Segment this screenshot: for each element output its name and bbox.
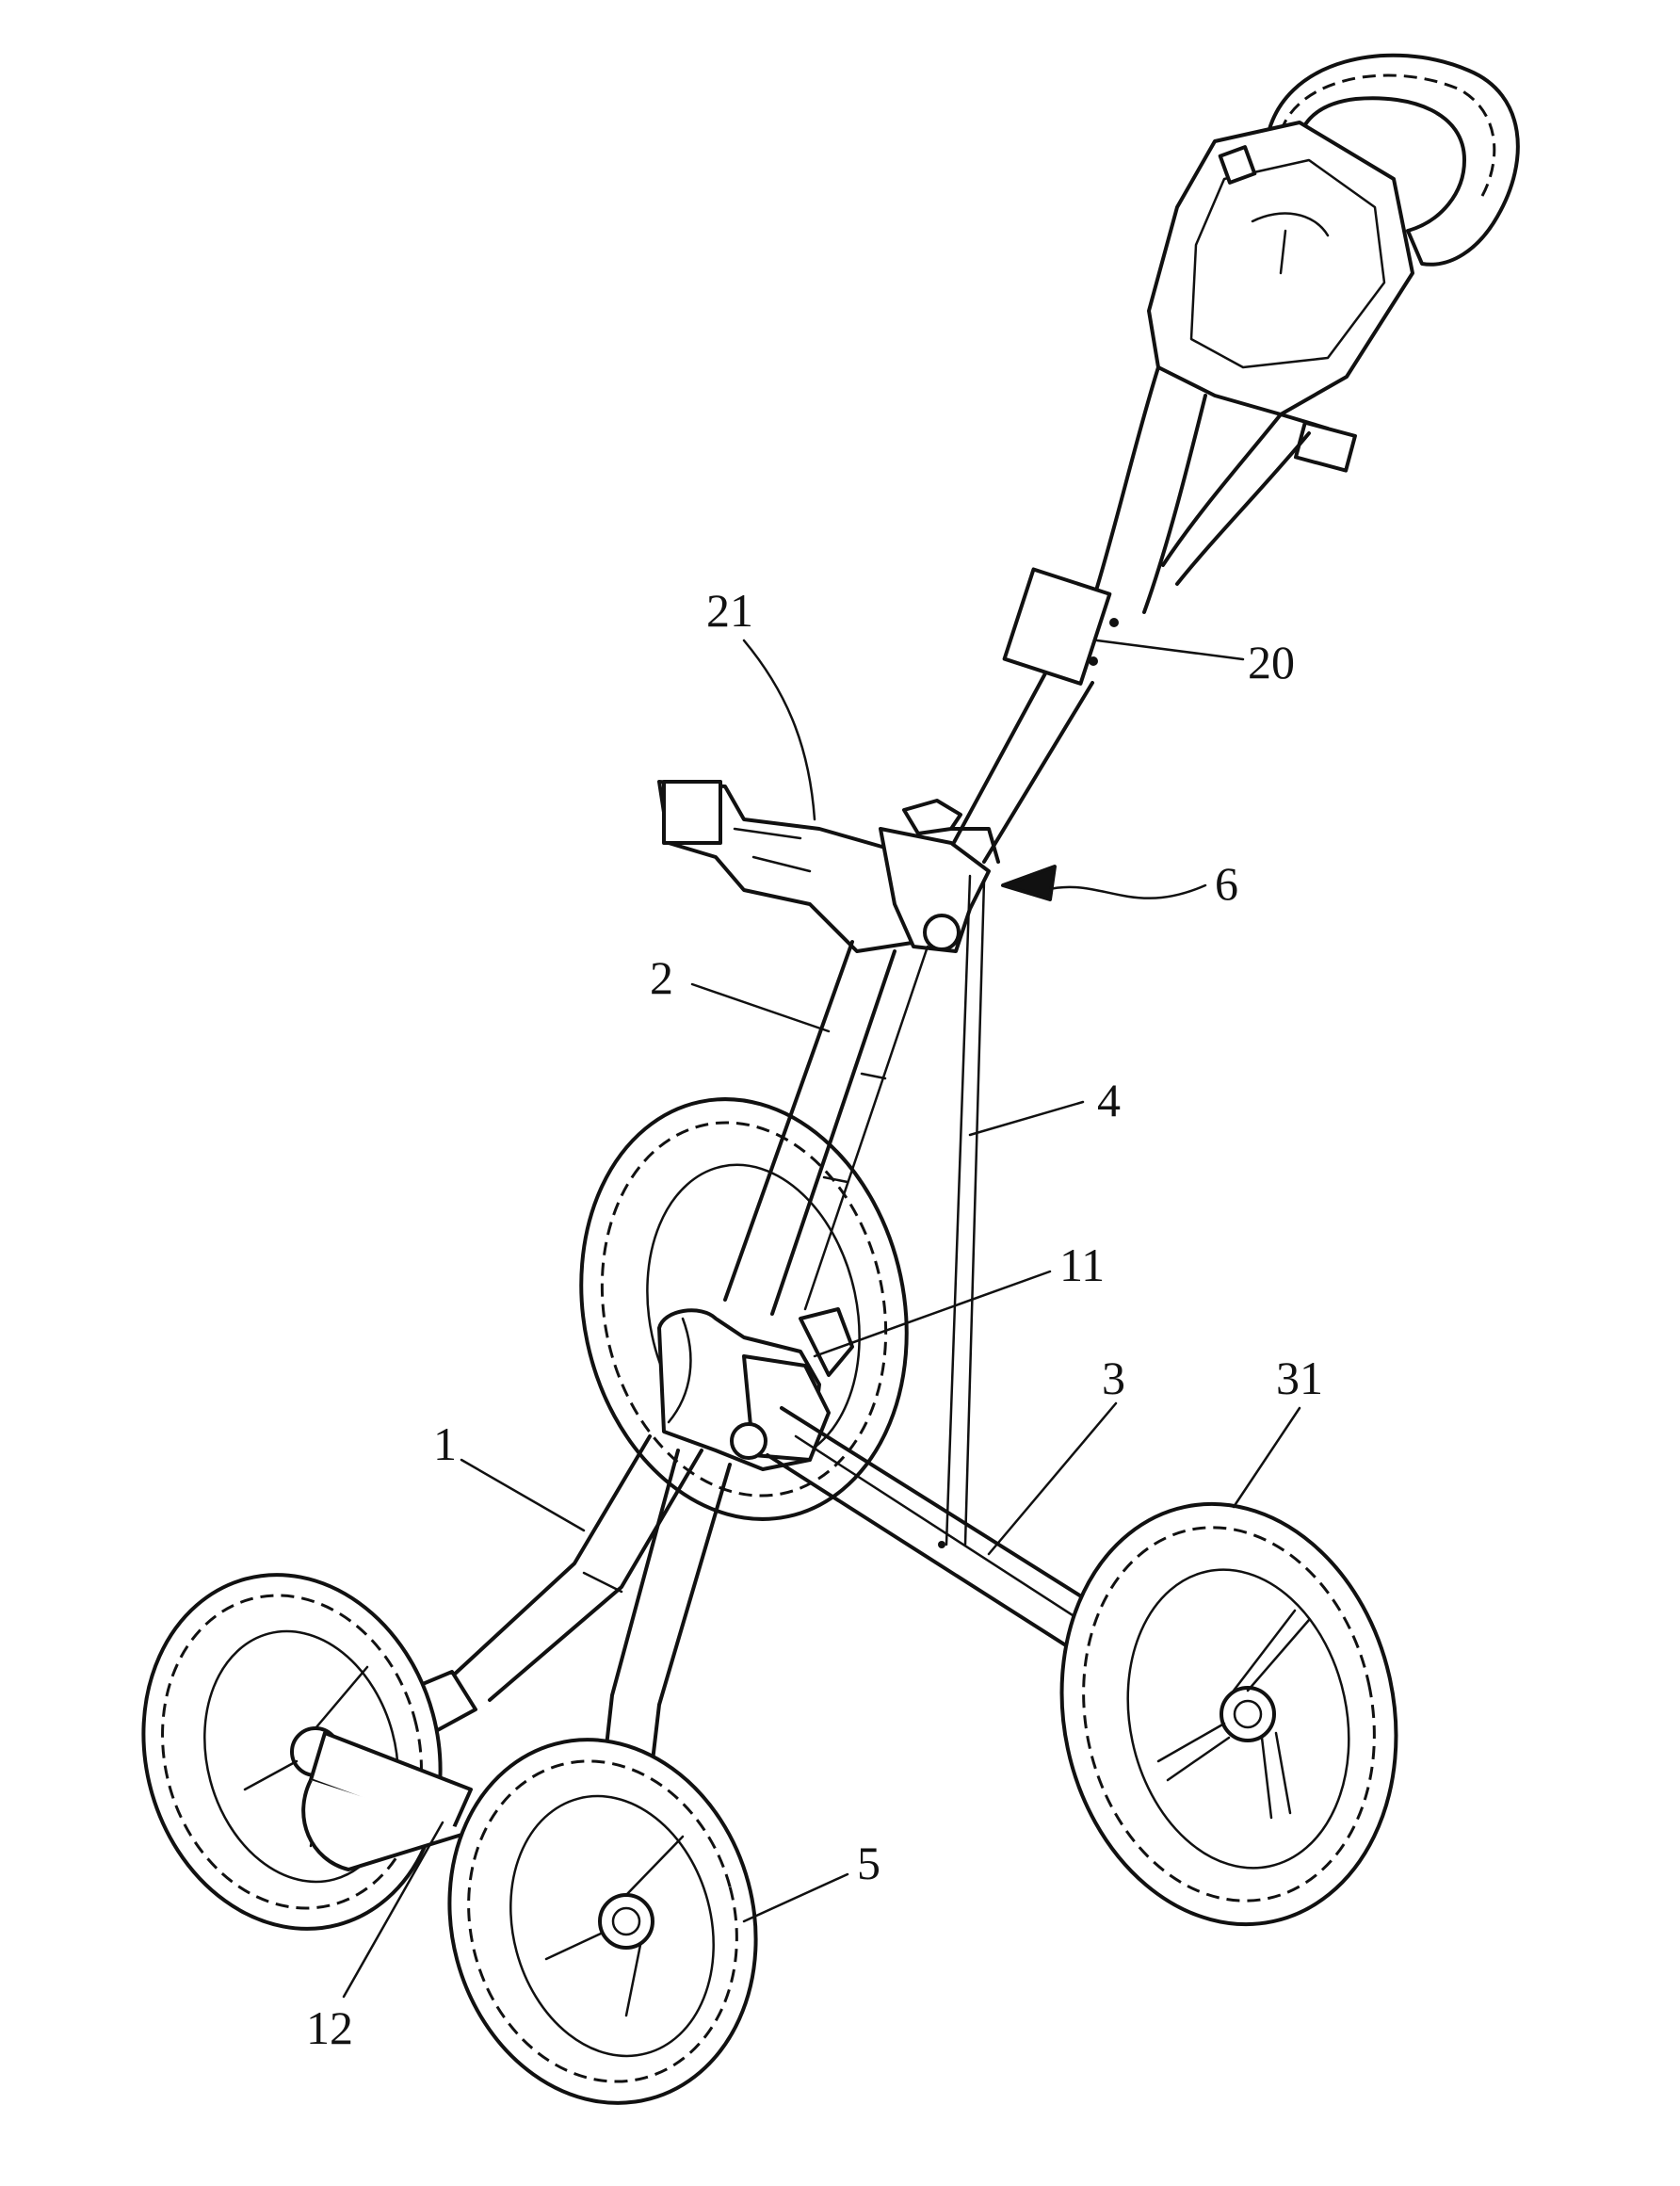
label-4: 4	[1097, 1074, 1121, 1126]
leader-6	[1045, 885, 1205, 899]
upper-joint	[659, 782, 998, 951]
label-20: 20	[1248, 636, 1295, 688]
arrow-6	[1003, 866, 1055, 899]
label-1: 1	[433, 1417, 457, 1470]
label-3: 3	[1102, 1352, 1125, 1404]
rear-wheel-right	[1024, 1473, 1434, 1956]
leader-4	[970, 1102, 1083, 1135]
leader-5	[744, 1874, 848, 1921]
front-wheel-left	[105, 1541, 479, 1962]
label-6: 6	[1215, 857, 1238, 910]
rear-wheel-back	[543, 1069, 945, 1550]
leader-20	[1097, 640, 1243, 659]
leader-1	[461, 1460, 584, 1530]
label-11: 11	[1059, 1239, 1105, 1291]
leader-31	[1234, 1408, 1300, 1507]
front-wheel-center	[410, 1705, 796, 2138]
label-12: 12	[306, 2001, 353, 2054]
leader-3	[989, 1403, 1116, 1554]
label-31: 31	[1276, 1352, 1323, 1404]
handle-assembly	[951, 56, 1518, 862]
leader-2	[692, 984, 829, 1031]
label-2: 2	[650, 951, 673, 1004]
label-5: 5	[857, 1837, 880, 1889]
front-leg	[396, 1436, 730, 1785]
label-21: 21	[706, 584, 753, 637]
leader-21	[744, 640, 815, 819]
